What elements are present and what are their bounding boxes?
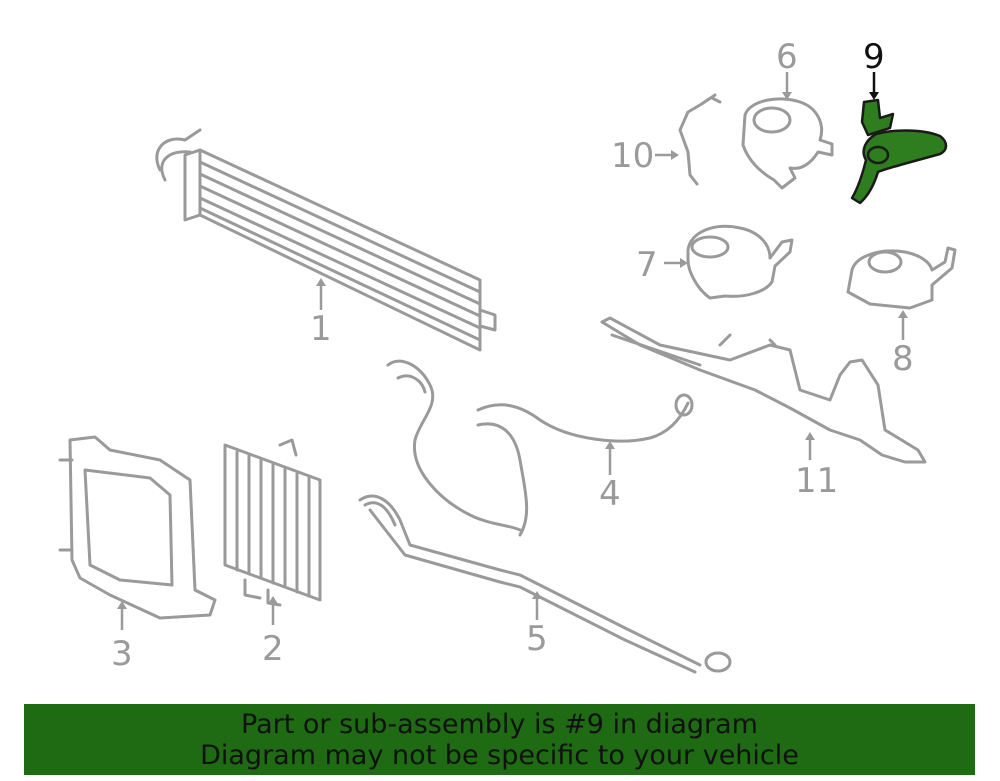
label-9: 9 <box>863 37 885 77</box>
label-1: 1 <box>310 309 332 349</box>
label-6: 6 <box>776 37 798 77</box>
banner-line-2: Diagram may not be specific to your vehi… <box>200 739 799 771</box>
label-4: 4 <box>599 474 621 514</box>
part-4-hose[interactable] <box>386 359 694 537</box>
label-11: 11 <box>795 461 838 501</box>
part-5-pipe[interactable] <box>358 494 732 674</box>
label-arrows <box>117 72 908 630</box>
part-1-cooler[interactable] <box>155 128 497 352</box>
label-3: 3 <box>111 634 133 674</box>
label-2: 2 <box>262 629 284 669</box>
part-9-bracket-highlighted[interactable] <box>850 98 948 205</box>
part-8-pump[interactable] <box>846 246 957 310</box>
info-banner: Part or sub-assembly is #9 in diagram Di… <box>24 704 975 775</box>
label-8: 8 <box>892 339 914 379</box>
banner-line-1: Part or sub-assembly is #9 in diagram <box>241 708 758 740</box>
label-5: 5 <box>526 619 548 659</box>
part-6-pump[interactable] <box>741 97 834 190</box>
parts-diagram: 1 2 3 4 5 6 7 8 9 10 11 <box>58 37 957 674</box>
part-7-pump[interactable] <box>686 224 794 300</box>
part-2-auxiliary-radiator[interactable] <box>223 438 322 607</box>
part-11-support-rail[interactable] <box>600 316 927 464</box>
label-10: 10 <box>611 136 654 176</box>
part-10-clip[interactable] <box>678 93 722 186</box>
part-3-frame[interactable] <box>58 435 217 620</box>
label-7: 7 <box>636 245 658 285</box>
